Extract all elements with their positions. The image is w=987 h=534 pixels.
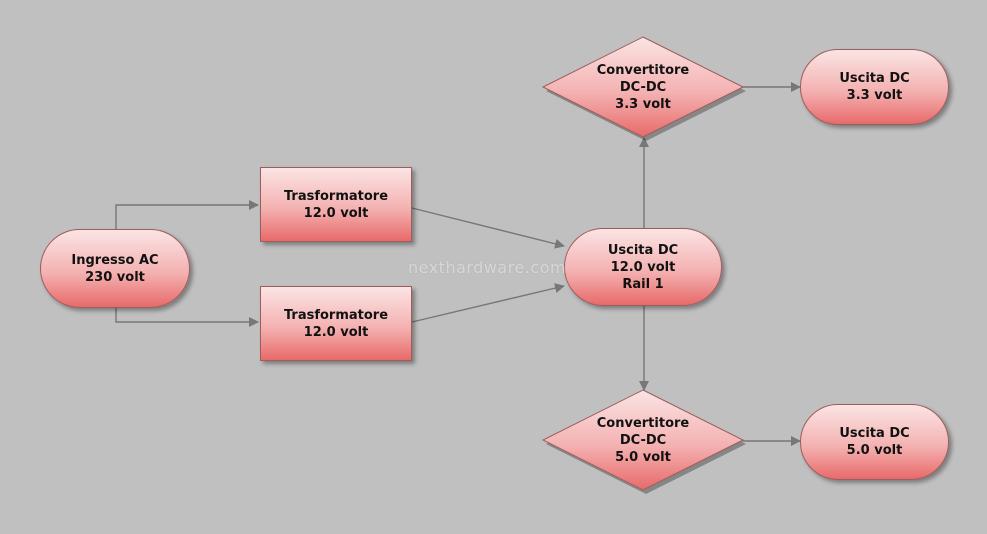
node-uscita-dc-12: Uscita DC 12.0 volt Rail 1 [564,228,722,306]
node-uscita-dc-50-line1: Uscita DC [839,426,910,441]
node-uscita-dc-33: Uscita DC 3.3 volt [800,49,949,125]
node-convertitore-50: Convertitore DC-DC 5.0 volt [541,389,746,494]
node-uscita-dc-50-line2: 5.0 volt [846,443,903,458]
node-uscita-dc-33-line2: 3.3 volt [846,88,903,103]
node-ingresso-ac-line2: 230 volt [85,269,145,285]
node-convertitore-50-line3: 5.0 volt [615,449,671,465]
diamond-shape-50 [541,389,746,494]
node-trasformatore-top-line1: Trasformatore [283,188,389,204]
connector-ac-to-transformer-top [115,200,259,229]
node-trasformatore-top: Trasformatore 12.0 volt [260,167,412,242]
node-uscita-dc-12-line1: Uscita DC [607,242,679,258]
node-ingresso-ac: Ingresso AC 230 volt [40,229,190,308]
node-trasformatore-bottom: Trasformatore 12.0 volt [260,286,412,361]
node-trasformatore-top-line2: 12.0 volt [303,205,369,221]
node-convertitore-50-line2: DC-DC [619,432,667,448]
connector-transformer-bottom-to-rail [411,283,565,323]
node-convertitore-33-line3: 3.3 volt [615,96,671,112]
node-uscita-dc-12-line3: Rail 1 [622,276,664,292]
node-convertitore-50-line1: Convertitore [596,415,690,431]
node-convertitore-33-line1: Convertitore [596,62,690,78]
node-convertitore-33: Convertitore DC-DC 3.3 volt [541,36,746,141]
node-uscita-dc-33-line1: Uscita DC [839,71,910,86]
node-convertitore-33-line2: DC-DC [619,79,667,95]
diamond-shape-33 [541,36,746,141]
node-uscita-dc-50: Uscita DC 5.0 volt [800,404,949,480]
node-ingresso-ac-line1: Ingresso AC [71,252,159,268]
connector-transformer-top-to-rail [411,207,565,249]
watermark: nexthardware.com [408,258,567,277]
connector-ac-to-transformer-bottom [115,308,259,327]
node-uscita-dc-12-line2: 12.0 volt [610,259,676,275]
node-trasformatore-bottom-line1: Trasformatore [283,307,389,323]
node-trasformatore-bottom-line2: 12.0 volt [303,324,369,340]
